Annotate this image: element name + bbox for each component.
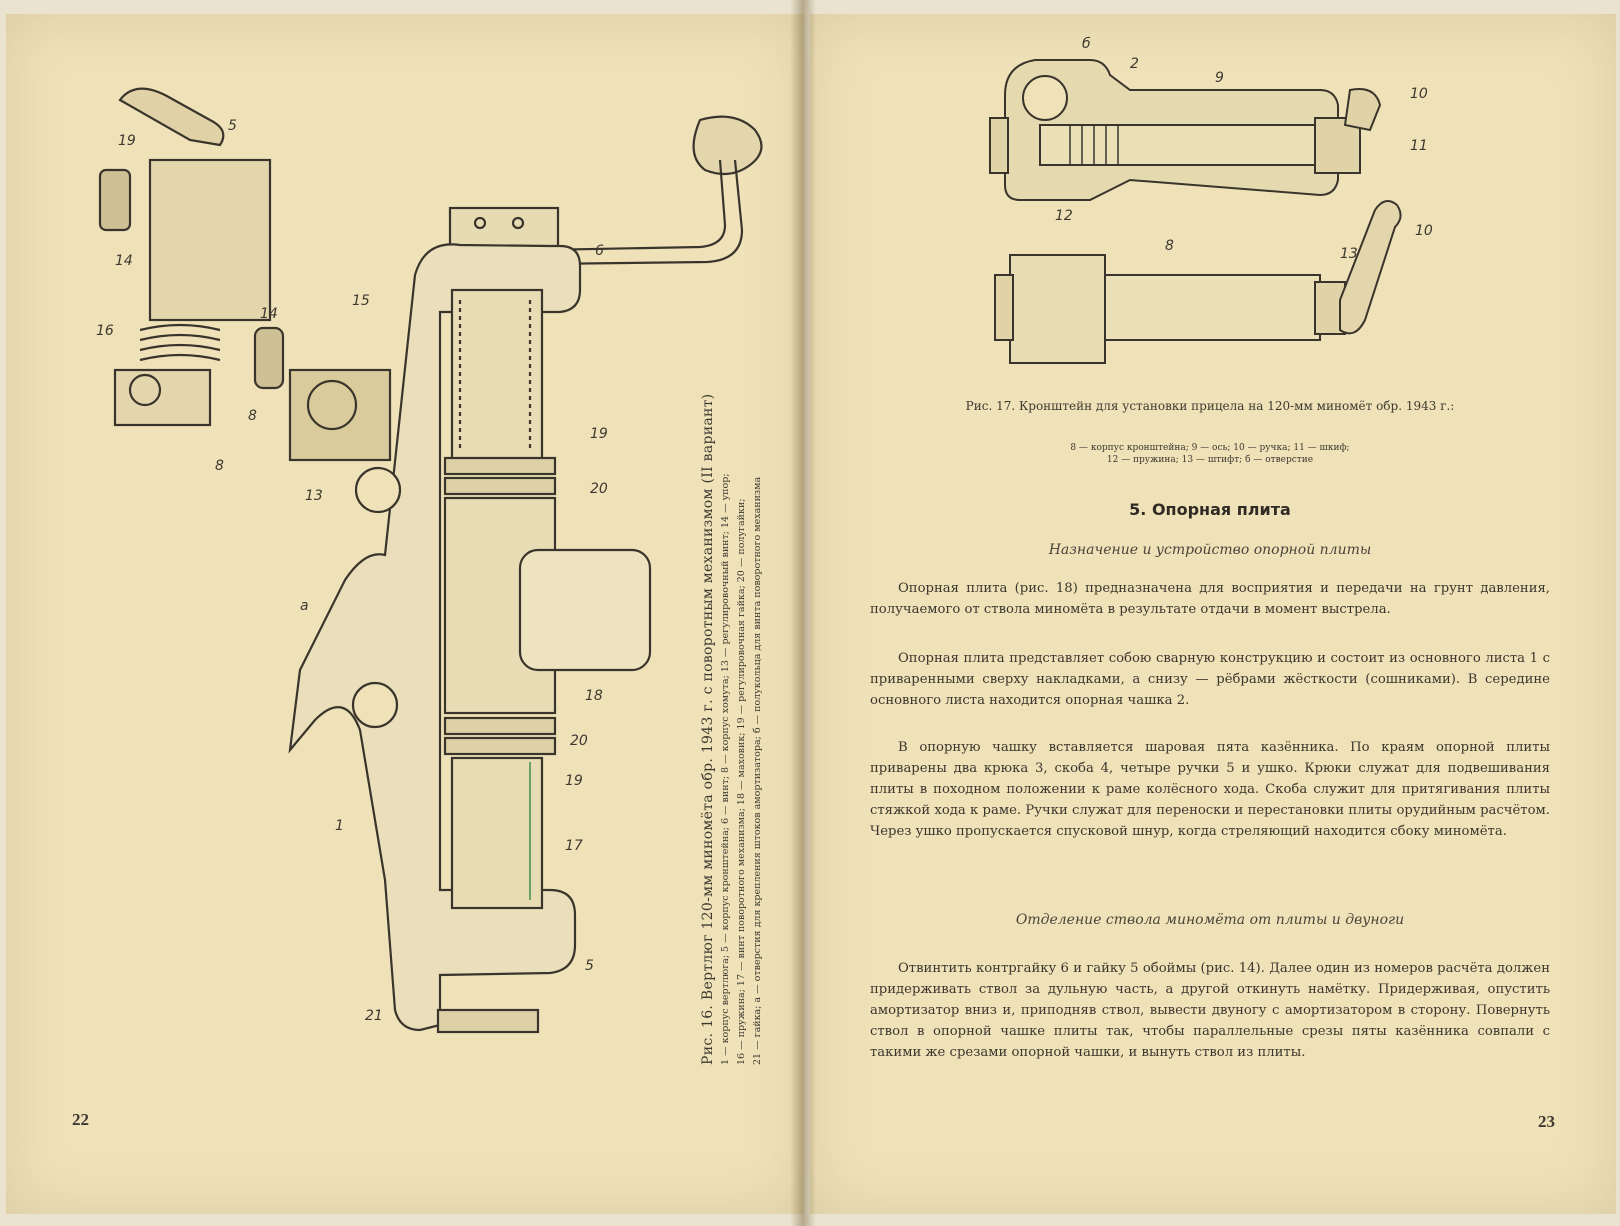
fig17-callout-10-bottom: 10 xyxy=(1415,223,1433,239)
side-knob-shape xyxy=(253,326,285,390)
nut-group-lower-2 xyxy=(443,736,557,756)
paragraph-4-text: Отвинтить контргайку 6 и гайку 5 обоймы … xyxy=(870,961,1550,1060)
figure-16-caption: Рис. 16. Вертлюг 120-мм миномёта обр. 19… xyxy=(700,285,770,1065)
subsection-title-1: Назначение и устройство опорной плиты xyxy=(1048,542,1372,558)
paragraph-1: Опорная плита (рис. 18) предназначена дл… xyxy=(870,578,1550,620)
paragraph-1-text: Опорная плита (рис. 18) предназначена дл… xyxy=(870,581,1550,617)
paragraph-2-text: Опорная плита представляет собою сварную… xyxy=(870,651,1550,708)
paragraph-4: Отвинтить контргайку 6 и гайку 5 обоймы … xyxy=(870,958,1550,1063)
callout-19-top: 19 xyxy=(118,133,136,149)
figure-16-drawing: 19 5 14 16 8 14 15 8 13 a 6 19 20 18 20 … xyxy=(96,87,763,1034)
callout-13: 13 xyxy=(305,488,323,504)
spring-shape xyxy=(139,323,221,362)
figure-17-caption-legend-1: 8 — корпус кронштейна; 9 — ось; 10 — руч… xyxy=(1070,443,1350,453)
bracket-view-body xyxy=(1009,254,1106,364)
callout-6-top: 6 xyxy=(595,243,604,259)
handwheel-shape xyxy=(518,548,652,672)
figure-16-caption-legend-2: 16 — пружина; 17 — винт поворотного меха… xyxy=(736,498,747,1066)
hatched-bracket-ring xyxy=(306,379,358,431)
callout-8-mid: 8 xyxy=(248,408,257,424)
callout-15: 15 xyxy=(352,293,370,309)
bracket-section-handle xyxy=(1343,88,1382,132)
subsection-title-2: Отделение ствола миномёта от плиты и дву… xyxy=(1015,912,1405,928)
fig17-callout-9: 9 xyxy=(1215,70,1224,86)
nut-group-upper-1 xyxy=(443,456,557,476)
crank-handle-shape xyxy=(692,115,763,176)
figure-17-caption-title: Рис. 17. Кронштейн для установки прицела… xyxy=(965,399,1455,413)
upper-tube-shape xyxy=(450,288,544,462)
callout-1: 1 xyxy=(335,818,344,834)
bracket-view-handle xyxy=(1339,200,1402,335)
fig17-callout-8: 8 xyxy=(1165,238,1174,254)
fig17-callout-13: 13 xyxy=(1340,246,1358,262)
figure-17-caption-legend-2: 12 — пружина; 13 — штифт; б — отверстие xyxy=(1106,455,1314,465)
fig17-callout-b: б xyxy=(1082,36,1091,52)
bottom-nut-shape xyxy=(436,1008,540,1034)
callout-5-bottom: 5 xyxy=(585,958,594,974)
bracket-section-spring xyxy=(1069,125,1119,165)
callout-21: 21 xyxy=(365,1008,383,1024)
callout-19-upper: 19 xyxy=(590,426,608,442)
clamp-base-hole xyxy=(128,373,162,407)
top-block-shape xyxy=(448,206,560,250)
callout-19-lower: 19 xyxy=(565,773,583,789)
paragraph-3: В опорную чашку вставляется шаровая пята… xyxy=(870,737,1550,842)
figure-16-caption-title: Рис. 16. Вертлюг 120-мм миномёта обр. 19… xyxy=(700,393,716,1065)
clamp-lever-shape xyxy=(118,87,225,147)
figure-16: 19 5 14 16 8 14 15 8 13 a 6 19 20 18 20 … xyxy=(60,50,790,1100)
crank-arm-inner xyxy=(539,159,744,266)
callout-5-top: 5 xyxy=(228,118,237,134)
callout-8-left: 8 xyxy=(215,458,224,474)
fig17-callout-12: 12 xyxy=(1055,208,1073,224)
page-number-left: 22 xyxy=(72,1110,89,1129)
lower-tube-shape xyxy=(450,756,544,910)
bracket-section-hole xyxy=(1022,75,1068,121)
callout-a: a xyxy=(300,598,309,614)
callout-16: 16 xyxy=(96,323,114,339)
clamp-body-shape xyxy=(148,158,272,322)
fig17-callout-11: 11 xyxy=(1410,138,1428,154)
bracket-section-cap xyxy=(989,117,1009,174)
callout-14-left: 14 xyxy=(115,253,133,269)
top-block-hole-2 xyxy=(511,216,525,230)
callout-17: 17 xyxy=(565,838,583,854)
right-page xyxy=(810,14,1616,1214)
crank-arm-shape xyxy=(539,159,727,252)
main-frame-outline xyxy=(288,243,582,1032)
fig17-callout-10-top: 10 xyxy=(1410,86,1428,102)
bracket-view-cap xyxy=(994,274,1014,341)
nut-group-lower-1 xyxy=(443,716,557,736)
paragraph-3-text: В опорную чашку вставляется шаровая пята… xyxy=(870,740,1550,839)
callout-18: 18 xyxy=(585,688,603,704)
callout-20-lower: 20 xyxy=(570,733,588,749)
paragraph-2: Опорная плита представляет собою сварную… xyxy=(870,648,1550,711)
bracket-hole-lower xyxy=(351,681,399,729)
bracket-hole-upper xyxy=(354,466,402,514)
clamp-base-shape xyxy=(113,368,212,427)
figure-17: б 2 9 10 11 12 8 13 10 xyxy=(989,30,1440,370)
clamp-knob-shape xyxy=(98,168,132,232)
figure-16-caption-legend-3: 21 — гайка; а — отверстия для крепления … xyxy=(752,476,763,1065)
section-title: 5. Опорная плита xyxy=(1129,500,1291,519)
top-block-hole-1 xyxy=(473,216,487,230)
nut-group-upper-2 xyxy=(443,476,557,496)
bracket-view-axle xyxy=(1104,274,1321,341)
callout-20-upper: 20 xyxy=(590,481,608,497)
bracket-section-axle xyxy=(1039,124,1331,166)
book-gutter xyxy=(790,0,816,1226)
figure-17-drawing: б 2 9 10 11 12 8 13 10 xyxy=(989,36,1433,364)
figure-16-caption-legend-1: 1 — корпус вертлюга; 5 — корпус кронштей… xyxy=(720,473,731,1065)
figure-17-caption-legend: 8 — корпус кронштейна; 9 — ось; 10 — руч… xyxy=(870,442,1550,466)
hatched-bracket-shape xyxy=(288,368,392,462)
page-number-right: 23 xyxy=(1538,1112,1555,1131)
fig17-callout-2: 2 xyxy=(1130,56,1139,72)
callout-14-mid: 14 xyxy=(260,306,278,322)
